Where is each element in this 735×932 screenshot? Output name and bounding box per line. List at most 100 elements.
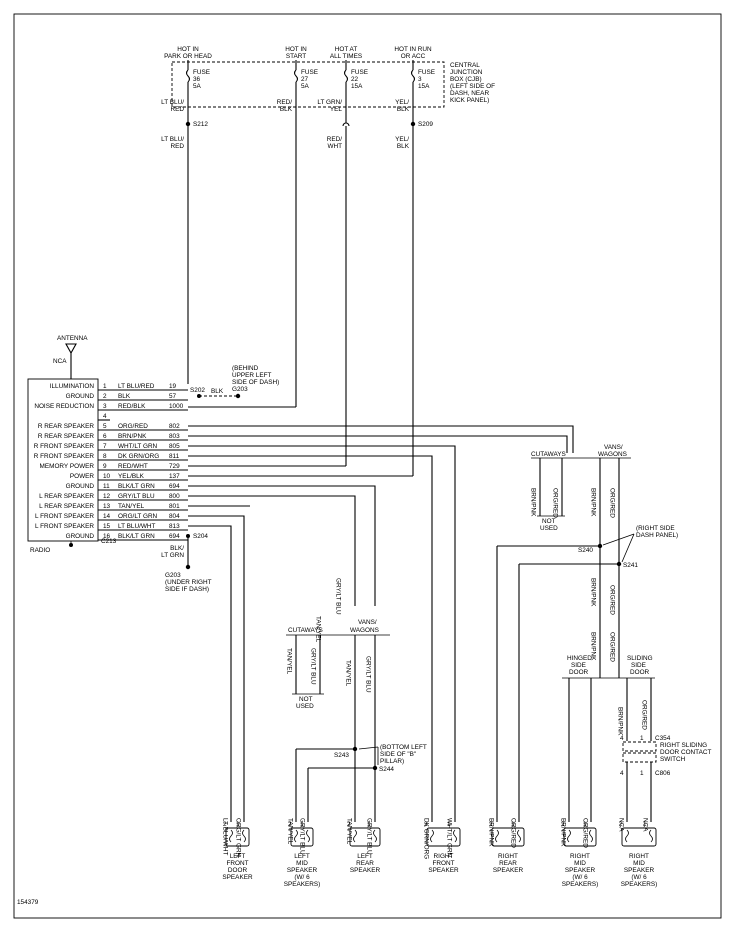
- svg-text:15A: 15A: [351, 83, 363, 90]
- pin-function: GROUND: [66, 393, 95, 400]
- svg-text:LT GRN/: LT GRN/: [317, 99, 342, 106]
- speaker-pin: 1: [367, 821, 371, 828]
- svg-text:FUSE: FUSE: [301, 69, 318, 76]
- svg-text:S243: S243: [334, 752, 349, 759]
- speaker-icon: [563, 827, 597, 847]
- pin-circuit: 801: [169, 503, 180, 510]
- speaker-label: LEFT: [357, 853, 373, 860]
- svg-text:36: 36: [193, 76, 201, 83]
- svg-text:SLIDING: SLIDING: [627, 655, 653, 662]
- speaker-label: LEFT: [294, 853, 310, 860]
- svg-text:BOX (CJB): BOX (CJB): [450, 76, 482, 83]
- speaker-wire-label: NCA: [642, 818, 649, 832]
- speaker-pin: 2: [347, 821, 351, 828]
- pin-wire-color: RED/WHT: [118, 463, 148, 470]
- wire-label-yel-blk-2: BLK: [397, 143, 410, 150]
- speaker-icon: [225, 827, 250, 847]
- speaker-label: SPEAKER: [493, 867, 524, 874]
- svg-text:S202: S202: [190, 387, 205, 394]
- splice-s243: S243 (BOTTOM LEFT SIDE OF "B" PILLAR): [295, 744, 427, 822]
- svg-text:VANS/: VANS/: [358, 619, 377, 626]
- wire-label-ltblu-red: LT BLU/: [161, 136, 184, 143]
- svg-text:BRN/PNK: BRN/PNK: [590, 632, 597, 661]
- pin-number: 4: [103, 413, 107, 420]
- speaker-pin: 2: [619, 821, 623, 828]
- svg-text:UPPER LEFT: UPPER LEFT: [232, 372, 272, 379]
- fuse-symbol: [343, 69, 349, 83]
- speaker-wire-label: ORG/RED: [510, 818, 517, 848]
- svg-text:15A: 15A: [418, 83, 430, 90]
- svg-text:BLK: BLK: [211, 388, 224, 395]
- svg-text:OR ACC: OR ACC: [401, 53, 426, 60]
- pin-function: GROUND: [66, 533, 95, 540]
- speaker-label: RIGHT: [629, 853, 649, 860]
- figure-id: 154379: [17, 899, 39, 906]
- svg-text:4: 4: [620, 735, 624, 742]
- svg-text:(BOTTOM LEFT: (BOTTOM LEFT: [380, 744, 427, 751]
- pin-number: 10: [103, 473, 111, 480]
- speaker-wire-label: LT BLU/WHT: [222, 818, 229, 855]
- pin-circuit: 811: [169, 453, 180, 460]
- speaker-pin: 1: [447, 821, 451, 828]
- svg-text:ANTENNA: ANTENNA: [57, 335, 88, 342]
- speaker-label: DOOR: [228, 867, 248, 874]
- pin-function: L REAR SPEAKER: [39, 493, 94, 500]
- svg-text:RED: RED: [171, 106, 185, 113]
- svg-text:DOOR CONTACT: DOOR CONTACT: [660, 749, 711, 756]
- fuse-36: HOT IN PARK OR HEAD FUSE 36 5A LT BLU/ R…: [161, 46, 212, 372]
- svg-text:BLK: BLK: [397, 106, 410, 113]
- splice-s212: S212: [185, 121, 208, 128]
- wire-gry-ltblu-800: [188, 495, 356, 606]
- svg-text:TAN/YEL: TAN/YEL: [345, 660, 352, 687]
- pin-function: POWER: [70, 473, 95, 480]
- svg-text:FUSE: FUSE: [193, 69, 210, 76]
- speaker-label: REAR: [356, 860, 374, 867]
- pin-wire-color: TAN/YEL: [118, 503, 145, 510]
- svg-text:YEL: YEL: [330, 106, 343, 113]
- door-option-block: HINGED SIDE DOOR SLIDING SIDE DOOR BRN/P…: [562, 655, 655, 822]
- svg-text:SIDE IF DASH): SIDE IF DASH): [165, 586, 209, 593]
- speaker-label: SPEAKER: [624, 867, 655, 874]
- speaker-wire-label: WHT/LT GRN: [446, 818, 453, 858]
- pin-number: 13: [103, 503, 111, 510]
- wire-label-red-wht-2: WHT: [327, 143, 342, 150]
- speaker-label: SPEAKERS): [562, 881, 599, 888]
- wire-wht-ltgrn-805: [188, 445, 456, 822]
- svg-text:BRN/PNK: BRN/PNK: [590, 578, 597, 607]
- svg-text:ORG/RED: ORG/RED: [609, 632, 616, 662]
- svg-text:HINGED: HINGED: [567, 655, 592, 662]
- fuse-symbol: [185, 69, 191, 83]
- svg-text:ORG/RED: ORG/RED: [641, 700, 648, 730]
- pin-circuit: 694: [169, 483, 180, 490]
- wire-label-yel-blk: YEL/: [395, 136, 409, 143]
- speaker-label: SPEAKER: [287, 867, 318, 874]
- svg-text:NOT: NOT: [542, 518, 556, 525]
- wire-org-ltgrn-804: [188, 515, 245, 822]
- pin-circuit: 805: [169, 443, 180, 450]
- svg-text:WAGONS: WAGONS: [350, 627, 379, 634]
- svg-text:SIDE OF "B": SIDE OF "B": [380, 751, 416, 758]
- pin-circuit: 1000: [169, 403, 184, 410]
- wire-brn-pnk-803: [188, 435, 568, 453]
- speaker-label: SPEAKER: [350, 867, 381, 874]
- svg-text:TAN/YEL: TAN/YEL: [286, 648, 293, 675]
- pin-number: 8: [103, 453, 107, 460]
- pin-wire-color: RED/BLK: [118, 403, 146, 410]
- svg-text:(LEFT SIDE OF: (LEFT SIDE OF: [450, 83, 495, 90]
- splice-s202: S202 BLK: [190, 387, 241, 399]
- svg-text:S209: S209: [418, 121, 433, 128]
- svg-text:S241: S241: [623, 562, 638, 569]
- svg-text:BRN/PNK: BRN/PNK: [590, 488, 597, 517]
